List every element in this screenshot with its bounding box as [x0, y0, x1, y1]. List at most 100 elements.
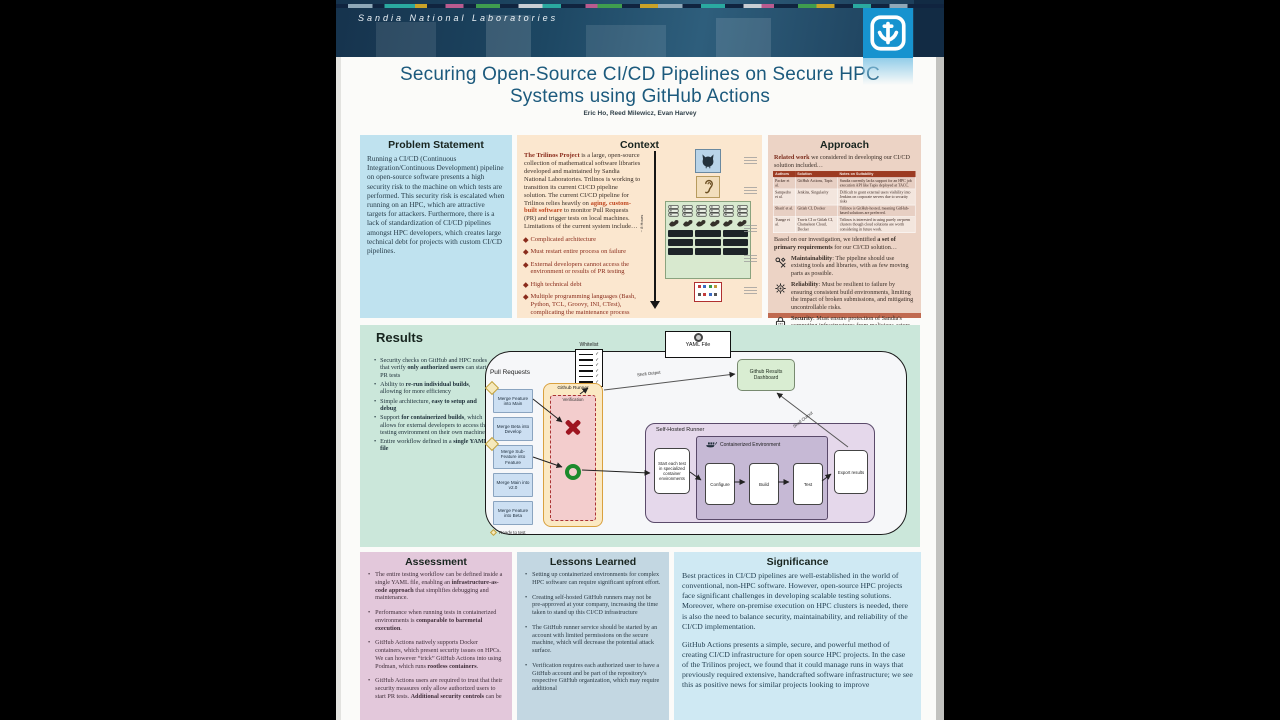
listener-ear-icon — [696, 176, 720, 198]
pr-item: Merge Sub-Feature into Feature — [493, 445, 533, 469]
terminal-output-grid — [668, 230, 748, 255]
header-banner: Sandia National Laboratories — [336, 0, 944, 57]
context-bullet: High technical debt — [523, 281, 642, 289]
problem-statement-section: Problem Statement Running a CI/CD (Conti… — [360, 135, 512, 318]
lessons-bullet: •Creating self-hosted GitHub runners may… — [525, 593, 659, 617]
duration-label: ~ 8 Hours — [639, 214, 645, 233]
banner-building-shape — [716, 18, 771, 57]
assessment-bullet: •The entire testing workflow can be defi… — [368, 571, 503, 602]
poster-page: Sandia National Laboratories Securing Op… — [336, 0, 944, 720]
tiny-caption — [744, 255, 757, 263]
docker-whale-icon — [705, 440, 717, 449]
diamond-bullet-icon — [523, 294, 529, 300]
pr-item: Merge Main into v2.0 — [493, 473, 533, 497]
section-title: Context — [619, 139, 660, 151]
timeline-arrowhead — [650, 301, 660, 309]
section-title: Approach — [819, 139, 869, 151]
pr-item: Merge Feature into Beta — [493, 501, 533, 525]
diamond-bullet-icon — [523, 236, 529, 242]
section-title: Results — [376, 330, 423, 345]
fail-x-icon — [564, 418, 582, 436]
problem-body: Running a CI/CD (Continuous Integration/… — [367, 154, 505, 255]
export-results-node: Export results — [834, 450, 868, 494]
context-diagram: ~ 8 Hours — [639, 147, 757, 313]
pr-item: Merge Feature into Main — [493, 389, 533, 413]
tiny-caption — [744, 157, 757, 165]
lessons-bullet: •Setting up containerized environments f… — [525, 571, 661, 586]
tiny-caption — [744, 287, 757, 295]
tools-icon — [774, 256, 787, 274]
pull-requests-label: Pull Requests — [489, 369, 531, 376]
jenkins-bird-row — [668, 218, 748, 228]
brand-text: Sandia National Laboratories — [358, 13, 559, 23]
requirements-intro: Based on our investigation, we identifie… — [774, 236, 897, 251]
table-row: Tsange et al.Travis CI or Gitlab CI, Cha… — [772, 216, 916, 234]
banner-building-shape — [486, 15, 531, 57]
lessons-bullet-list: •Setting up containerized environments f… — [517, 571, 669, 693]
results-artifact-icon — [694, 282, 722, 302]
ready-diamond-icon — [489, 528, 498, 537]
github-runner-node: Github Runner Verification — [543, 383, 603, 527]
yaml-file-node: YAML File — [665, 331, 731, 358]
section-title: Lessons Learned — [549, 556, 637, 568]
assessment-bullet-list: •The entire testing workflow can be defi… — [360, 571, 512, 701]
lessons-learned-section: Lessons Learned •Setting up containerize… — [517, 552, 669, 720]
pull-request-queue: Merge Feature into Main Merge Beta into … — [493, 389, 533, 525]
significance-section: Significance Best practices in CI/CD pip… — [674, 552, 921, 720]
assessment-bullet: •GitHub Actions users are required to tr… — [368, 677, 503, 700]
assessment-section: Assessment •The entire testing workflow … — [360, 552, 512, 720]
logo-tail-gradient — [863, 58, 913, 88]
tiny-caption — [744, 187, 757, 195]
pin-circle-icon — [693, 333, 703, 342]
diamond-bullet-icon — [523, 249, 529, 255]
significance-paragraph: Best practices in CI/CD pipelines are we… — [682, 571, 908, 631]
approach-section: Approach Related work we considered in d… — [768, 135, 921, 352]
authors-line: Eric Ho, Reed Milewicz, Evan Harvey — [583, 110, 697, 117]
related-work-table: Authors Solution Notes on Suitability Pa… — [772, 171, 916, 234]
server-row — [668, 205, 748, 217]
section-title: Problem Statement — [388, 139, 484, 151]
results-bullet: •Security checks on GitHub and HPC nodes… — [374, 357, 488, 379]
configure-step-node: Configure — [705, 463, 735, 505]
github-icon — [695, 149, 721, 173]
containerized-environment: Containerized Environment Configure Buil… — [696, 436, 828, 520]
requirement-item: Maintainability: The pipeline should use… — [768, 255, 921, 278]
verification-zone: Verification — [550, 395, 596, 521]
decorative-dash-strip — [336, 4, 944, 8]
results-bullet: •Entire workflow defined in a single YAM… — [374, 438, 488, 453]
section-title: Significance — [766, 556, 829, 568]
sandia-thunderbird-icon — [863, 8, 913, 58]
poster-title: Securing Open-Source CI/CD Pipelines on … — [400, 64, 880, 108]
github-results-dashboard-node: Github Results Dashboard — [737, 359, 795, 391]
results-bullet: •Support for containerized builds, which… — [374, 414, 488, 436]
whitelist-checklist-icon: ✓ ✓ ✓ ✓ ✓ ✓ — [575, 349, 603, 387]
context-bullet: Must restart entire process on failure — [523, 248, 642, 256]
requirement-item: Reliability: Must be resilient to failur… — [768, 281, 921, 311]
context-bullet: Multiple programming languages (Bash, Py… — [523, 293, 642, 317]
context-section: Context The Trilinos Project is a large,… — [517, 135, 762, 318]
test-step-node: Test — [793, 463, 823, 505]
results-bullet: •Simple architecture, easy to setup and … — [374, 397, 477, 412]
banner-building-shape — [376, 22, 436, 57]
self-hosted-runner-node: Self-Hosted Runner Start each test in sp… — [645, 423, 875, 523]
context-flow-column — [665, 149, 751, 302]
assessment-bullet: •GitHub Actions natively supports Docker… — [368, 639, 502, 670]
results-section: Results •Security checks on GitHub and H… — [360, 325, 920, 547]
section-title: Assessment — [405, 556, 467, 568]
context-intro: The Trilinos Project is a large, open-so… — [524, 152, 641, 231]
diamond-bullet-icon — [523, 261, 529, 267]
lessons-bullet: •The GitHub runner service should be sta… — [525, 623, 658, 654]
banner-dark-edge — [914, 0, 944, 57]
pr-item: Merge Beta into Develop — [493, 417, 533, 441]
poster-left-edge — [336, 57, 341, 720]
start-test-node: Start each test in specialized container… — [654, 448, 690, 494]
related-work-table-wrap: Authors Solution Notes on Suitability Pa… — [772, 171, 916, 235]
context-bullet: External developers cannot access the en… — [523, 261, 642, 277]
timeline-arrow — [654, 151, 656, 301]
diamond-bullet-icon — [523, 282, 529, 288]
results-bullet: •Ability to re-run individual builds, al… — [374, 380, 471, 396]
context-bullet: Complicated architecture — [523, 236, 642, 244]
